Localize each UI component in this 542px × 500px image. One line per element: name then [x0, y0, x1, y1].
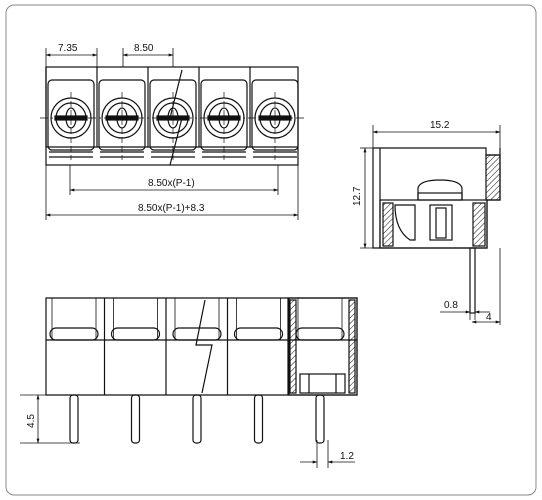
top-terminal-cell: [249, 67, 299, 160]
side-width-label: 15.2: [430, 120, 450, 131]
screw-slot-icon: [295, 327, 345, 341]
front-terminal-cell: [165, 298, 222, 444]
pin-length-label: 4.5: [26, 414, 37, 428]
terminal-pin: [253, 394, 264, 444]
overall-length-label: 8.50x(P-1)+8.3: [138, 203, 205, 214]
pin-offset-label: 4: [486, 312, 492, 323]
pitch-label: 8.50: [134, 43, 154, 54]
front-terminal-cell: [288, 298, 345, 444]
top-terminal-cell: [147, 67, 197, 160]
front-view: [20, 297, 358, 468]
front-terminal-cell: [226, 298, 284, 444]
terminal-pin: [315, 394, 325, 444]
top-terminal-cell: [96, 67, 146, 160]
front-terminal-cell: [49, 298, 99, 444]
terminal-pin: [130, 394, 141, 444]
top-view-terminals: [40, 67, 305, 166]
terminal-pin: [69, 394, 79, 444]
end-distance-label: 7.35: [58, 43, 78, 54]
screw-slot-icon: [110, 327, 161, 341]
screw-slot-icon: [233, 327, 284, 341]
screw-slot-icon: [49, 327, 99, 341]
pin-thickness-label: 0.8: [444, 300, 458, 311]
top-terminal-cell: [45, 67, 95, 160]
front-terminal-cell: [103, 298, 161, 444]
terminal-pin: [192, 394, 202, 444]
side-height-label: 12.7: [352, 186, 363, 206]
side-view: [360, 125, 501, 325]
sheet-border: [5, 4, 537, 496]
front-view-terminals: [49, 298, 345, 444]
top-terminal-cell: [198, 67, 248, 160]
pin-width-label: 1.2: [340, 451, 354, 462]
inner-span-label: 8.50x(P-1): [148, 178, 195, 189]
top-view: [40, 48, 305, 220]
